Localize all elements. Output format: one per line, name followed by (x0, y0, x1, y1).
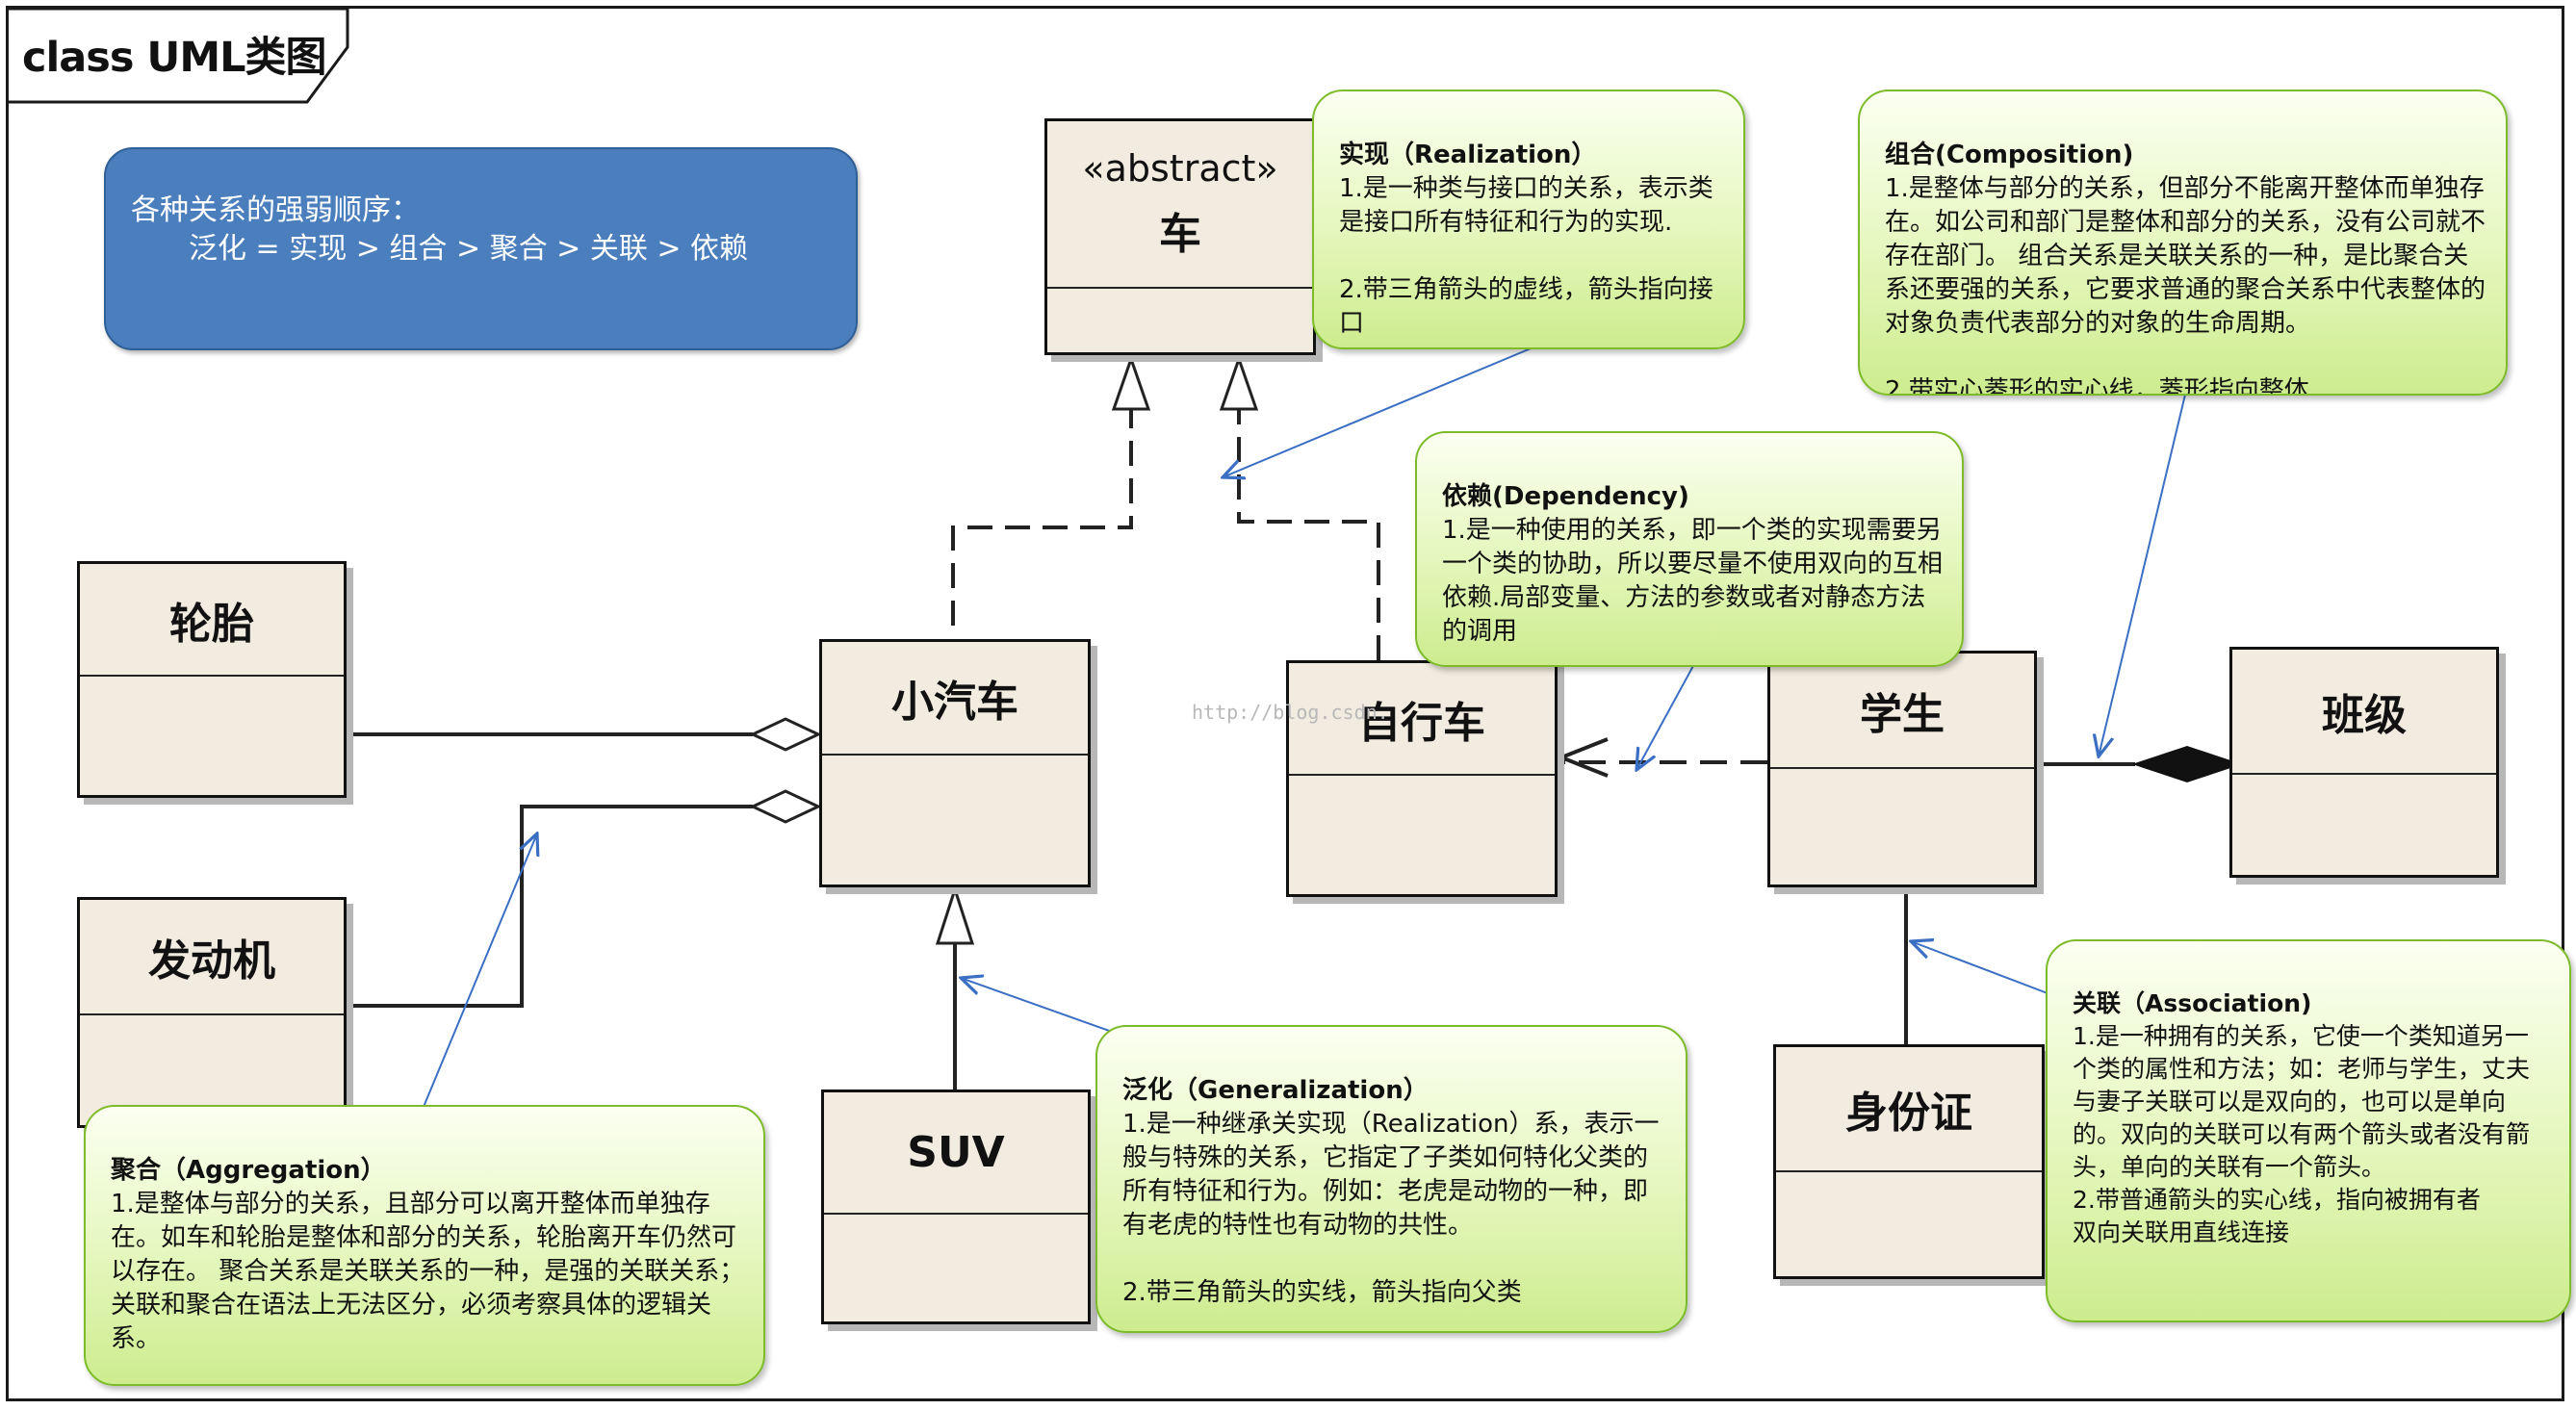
class-car-name: 车 (1159, 210, 1201, 259)
class-id-card-name: 身份证 (1845, 1089, 1972, 1138)
class-student-body (1770, 767, 2034, 884)
class-bicycle-header: 自行车 (1289, 663, 1555, 776)
note-aggregation: 聚合（Aggregation） 1.是整体与部分的关系，且部分可以离开整体而单独存… (84, 1105, 765, 1386)
class-engine-name: 发动机 (148, 936, 275, 986)
class-engine-header: 发动机 (80, 900, 344, 1015)
note-composition: 组合(Composition) 1.是整体与部分的关系，但部分不能离开整体而单独存… (1858, 90, 2508, 396)
class-class-group-name: 班级 (2322, 691, 2407, 740)
class-car-abstract-header: «abstract» 车 (1047, 121, 1313, 289)
pointer-composition (2099, 394, 2186, 756)
class-small-car-body (822, 754, 1088, 884)
note-composition-body: 1.是整体与部分的关系，但部分不能离开整体而单独存在。如公司和部门是整体和部分的… (1885, 174, 2486, 396)
composition-line (2036, 745, 2243, 783)
class-small-car-header: 小汽车 (822, 642, 1088, 756)
class-student[interactable]: 学生 (1767, 651, 2037, 887)
class-id-card-header: 身份证 (1776, 1047, 2042, 1172)
note-dependency-body: 1.是一种使用的关系，即一个类的实现需要另一个类的协助，所以要尽量不使用双向的互… (1442, 516, 1944, 646)
note-generalization-title: 泛化（Generalization） (1122, 1076, 1429, 1105)
class-tire-body (80, 675, 344, 795)
pointer-association (1911, 941, 2069, 1002)
realization-line-bicycle (1219, 354, 1380, 660)
class-student-header: 学生 (1770, 654, 2034, 769)
class-id-card-body (1776, 1170, 2042, 1276)
relationship-order-note: 各种关系的强弱顺序： 泛化 = 实现 > 组合 > 聚合 > 关联 > 依赖 (104, 147, 858, 350)
class-tire[interactable]: 轮胎 (77, 561, 347, 798)
class-bicycle-body (1289, 774, 1555, 894)
class-suv-body (824, 1213, 1088, 1321)
note-realization-title: 实现（Realization） (1339, 141, 1597, 169)
note-generalization-body: 1.是一种继承关实现（Realization）系，表示一般与特殊的关系，它指定了… (1122, 1110, 1660, 1307)
aggregation-line-tire (345, 717, 822, 752)
class-small-car-name: 小汽车 (891, 678, 1018, 727)
pointer-realization (1223, 346, 1536, 477)
diagram-title-tab (9, 9, 349, 104)
pointer-dependency (1636, 663, 1695, 770)
class-class-group-header: 班级 (2232, 650, 2496, 775)
class-suv-name: SUV (907, 1128, 1005, 1177)
class-car-abstract[interactable]: «abstract» 车 (1044, 118, 1316, 355)
order-note-line1: 各种关系的强弱顺序： (131, 193, 420, 227)
pointer-aggregation (423, 833, 537, 1108)
class-bicycle-name: 自行车 (1358, 698, 1485, 748)
diagram-title: class UML类图 (22, 34, 327, 82)
class-tire-header: 轮胎 (80, 564, 344, 677)
note-aggregation-body: 1.是整体与部分的关系，且部分可以离开整体而单独存在。如车和轮胎是整体和部分的关… (111, 1190, 745, 1353)
class-suv[interactable]: SUV (821, 1090, 1091, 1324)
note-association-body: 1.是一种拥有的关系，它使一个类知道另一个类的属性和方法；如：老师与学生，丈夫与… (2073, 1022, 2531, 1246)
note-realization: 实现（Realization） 1.是一种类与接口的关系，表示类是接口所有特征和行… (1312, 90, 1745, 349)
class-bicycle[interactable]: 自行车 (1286, 660, 1558, 897)
note-realization-body: 1.是一种类与接口的关系，表示类是接口所有特征和行为的实现. 2.带三角箭头的虚… (1339, 174, 1713, 338)
class-tire-name: 轮胎 (169, 599, 254, 649)
class-engine[interactable]: 发动机 (77, 897, 347, 1128)
class-small-car[interactable]: 小汽车 (819, 639, 1091, 887)
class-id-card[interactable]: 身份证 (1773, 1044, 2045, 1279)
order-note-line2: 泛化 = 实现 > 组合 > 聚合 > 关联 > 依赖 (189, 232, 749, 266)
note-dependency-title: 依赖(Dependency) (1442, 482, 1689, 511)
blog-watermark: http://blog.csdn. (1192, 701, 1389, 724)
pointer-generalization (961, 978, 1116, 1034)
class-class-group-body (2232, 773, 2496, 875)
note-generalization: 泛化（Generalization） 1.是一种继承关实现（Realization… (1095, 1025, 1687, 1333)
class-class-group[interactable]: 班级 (2229, 647, 2499, 878)
class-suv-header: SUV (824, 1092, 1088, 1215)
note-association: 关联（Association) 1.是一种拥有的关系，它使一个类知道另一个类的属性… (2046, 939, 2571, 1322)
class-car-stereotype: «abstract» (1082, 147, 1278, 190)
class-car-abstract-body (1047, 287, 1313, 352)
generalization-line (935, 884, 975, 1090)
note-association-title: 关联（Association) (2073, 989, 2312, 1017)
realization-line-smallcar (951, 354, 1151, 626)
note-dependency: 依赖(Dependency) 1.是一种使用的关系，即一个类的实现需要另一个类的协… (1415, 431, 1964, 667)
aggregation-line-engine (345, 789, 822, 1008)
note-composition-title: 组合(Composition) (1885, 141, 2134, 169)
class-student-name: 学生 (1860, 690, 1945, 739)
dependency-line (1556, 737, 1767, 778)
note-aggregation-title: 聚合（Aggregation） (111, 1156, 386, 1185)
